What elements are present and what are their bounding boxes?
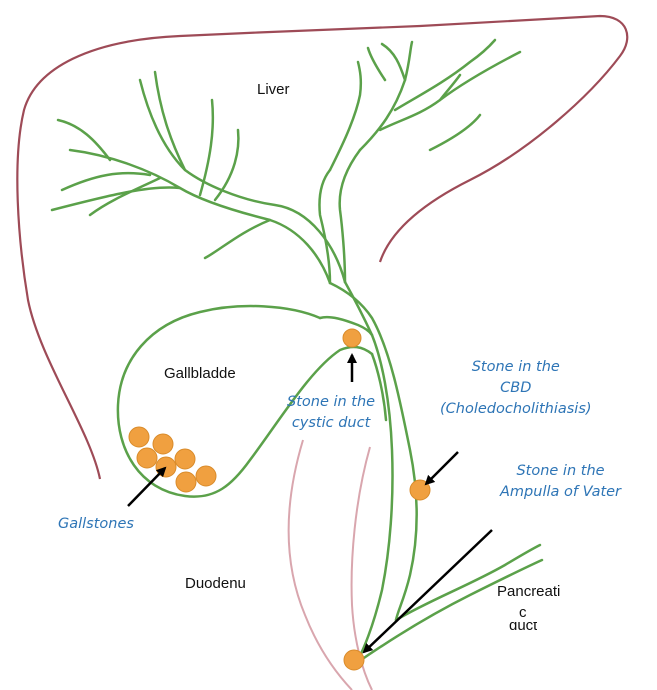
gallstone	[129, 427, 149, 447]
cystic-annotation-line1: Stone in the	[287, 392, 375, 413]
cystic-duct-stone	[343, 329, 361, 347]
cbd-right-wall	[330, 283, 417, 620]
pancreatic-duct-label-line1: Pancreati	[497, 582, 560, 602]
ampulla-stone	[344, 650, 364, 670]
cbd-arrow	[426, 452, 458, 484]
cystic-annotation-line2: cystic duct	[287, 413, 375, 434]
gallstone	[153, 434, 173, 454]
pancreatic-duct-label-line2: c	[519, 603, 527, 623]
gallstone	[137, 448, 157, 468]
gallstone	[176, 472, 196, 492]
gallbladder-label: Gallbladde	[164, 364, 236, 384]
ampulla-annotation: Stone in the Ampulla of Vater	[500, 461, 621, 503]
duodenum-label: Duodenu	[185, 574, 246, 594]
intrahepatic-ducts	[52, 40, 520, 283]
cbd-annotation-line1: Stone in the	[440, 357, 592, 378]
cystic-duct-annotation: Stone in the cystic duct	[287, 392, 375, 434]
cbd-annotation: Stone in the CBD (Choledocholithiasis)	[440, 357, 592, 420]
gallstone	[175, 449, 195, 469]
ampulla-annotation-line1: Stone in the	[500, 461, 621, 482]
ampulla-arrow	[364, 530, 492, 652]
gallstone	[196, 466, 216, 486]
cbd-annotation-line2: CBD	[440, 378, 592, 399]
pancreatic-duct-label-line3: duct	[509, 622, 537, 630]
ampulla-annotation-line2: Ampulla of Vater	[500, 482, 621, 503]
duodenum-left-wall	[289, 440, 352, 690]
cbd-annotation-line3: (Choledocholithiasis)	[440, 399, 592, 420]
liver-label: Liver	[257, 80, 290, 100]
gallstones-annotation: Gallstones	[58, 514, 134, 535]
